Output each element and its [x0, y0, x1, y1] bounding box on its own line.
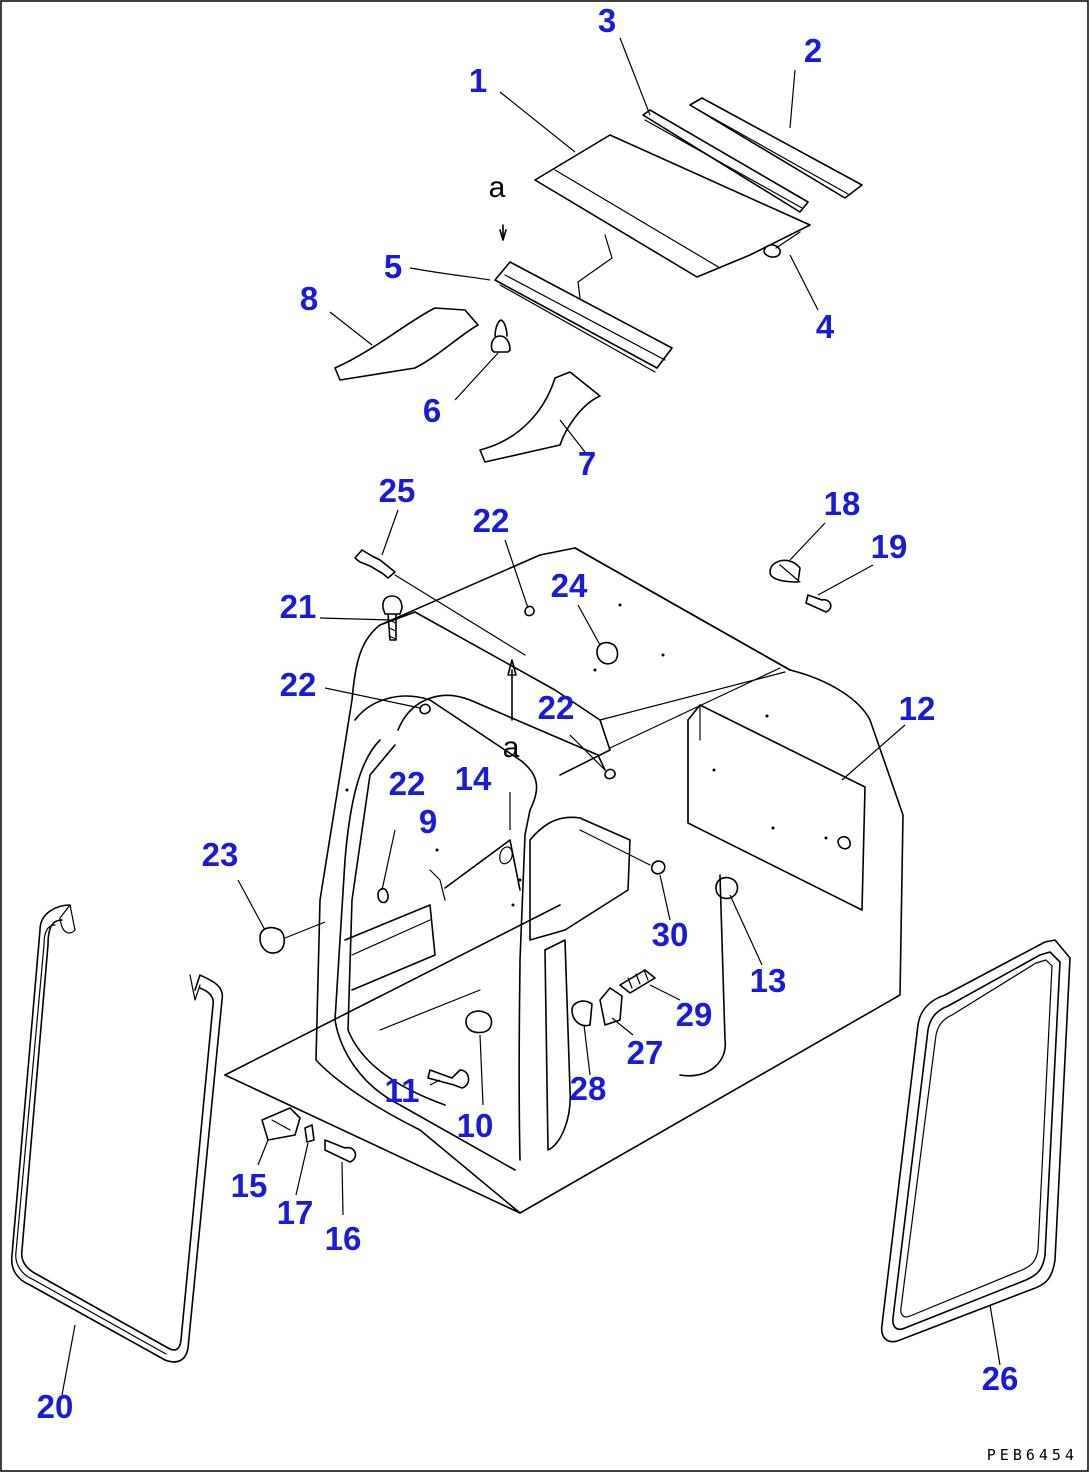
roof-strip-3: [642, 109, 809, 213]
callout-5: 5: [384, 248, 402, 285]
callout-22-lower: 22: [389, 765, 426, 802]
callout-28: 28: [570, 1070, 607, 1107]
roof-panel-1: [534, 134, 811, 299]
callout-16: 16: [325, 1220, 362, 1257]
callout-15: 15: [231, 1167, 268, 1204]
callout-22-right: 22: [538, 689, 575, 726]
latch-15: [261, 1107, 301, 1141]
clip-9: [377, 887, 389, 904]
callout-25: 25: [379, 472, 416, 509]
bracket-18: [769, 559, 801, 583]
callout-22-top: 22: [473, 502, 510, 539]
striker-28: [571, 1000, 593, 1027]
callout-13: 13: [750, 962, 787, 999]
bolt-21: [382, 595, 403, 641]
callout-21: 21: [280, 588, 317, 625]
callout-2: 2: [804, 32, 822, 69]
callout-4: 4: [816, 308, 835, 345]
callout-24: 24: [551, 567, 588, 604]
callout-30: 30: [652, 916, 689, 953]
leader-lines: [61, 37, 1001, 1396]
callout-19: 19: [871, 528, 908, 565]
plug-10: [465, 1010, 493, 1034]
callout-11: 11: [385, 1072, 420, 1109]
striker-27: [599, 987, 623, 1026]
reference-mark-a-lower: [507, 659, 517, 721]
rear-panel-12: [687, 704, 866, 911]
trim-7: [479, 371, 601, 463]
callout-6: 6: [423, 392, 441, 429]
bolt-16: [324, 1139, 357, 1163]
bolt-25: [354, 549, 526, 656]
callout-9: 9: [419, 803, 437, 840]
callout-29: 29: [676, 996, 713, 1033]
callout-17: 17: [277, 1194, 314, 1231]
callout-12: 12: [899, 690, 936, 727]
drawing-code: PEB6454: [987, 1446, 1078, 1464]
callout-20: 20: [37, 1388, 74, 1425]
callout-3: 3: [598, 2, 616, 39]
plug-23: [259, 926, 286, 954]
roof-rail-5: [494, 261, 673, 373]
pin-11: [427, 1069, 470, 1089]
callout-26: 26: [982, 1360, 1019, 1397]
callout-18: 18: [824, 485, 861, 522]
callout-23: 23: [202, 836, 239, 873]
callout-8: 8: [300, 280, 318, 317]
grommet-6: [490, 319, 511, 353]
roof-rail-2: [689, 97, 863, 199]
callout-27: 27: [627, 1034, 664, 1071]
clip-22: [419, 605, 616, 780]
callout-labels: 1 2 3 4 5 6 7 8 9 10 11 12 13 14 15 16 1…: [37, 2, 1019, 1425]
clip-4: [763, 231, 801, 258]
callout-7: 7: [578, 445, 596, 482]
window-seal-26: [880, 939, 1071, 1343]
bolt-19: [805, 594, 832, 613]
clip-30: [650, 860, 666, 875]
reference-mark-a-upper: [499, 224, 507, 241]
plug-24: [596, 641, 619, 665]
cab-body: [224, 547, 904, 1214]
callout-22-left: 22: [280, 666, 317, 703]
reference-letter-upper: a: [489, 171, 506, 204]
pin-29: [619, 969, 656, 994]
callout-10: 10: [457, 1107, 494, 1144]
callout-1: 1: [469, 62, 487, 99]
door-seal-20: [10, 904, 224, 1363]
plug-13: [715, 876, 739, 900]
reference-letter-lower: a: [503, 731, 520, 764]
screw-17: [304, 1124, 315, 1143]
trim-8: [334, 307, 479, 381]
callout-14: 14: [455, 760, 492, 797]
